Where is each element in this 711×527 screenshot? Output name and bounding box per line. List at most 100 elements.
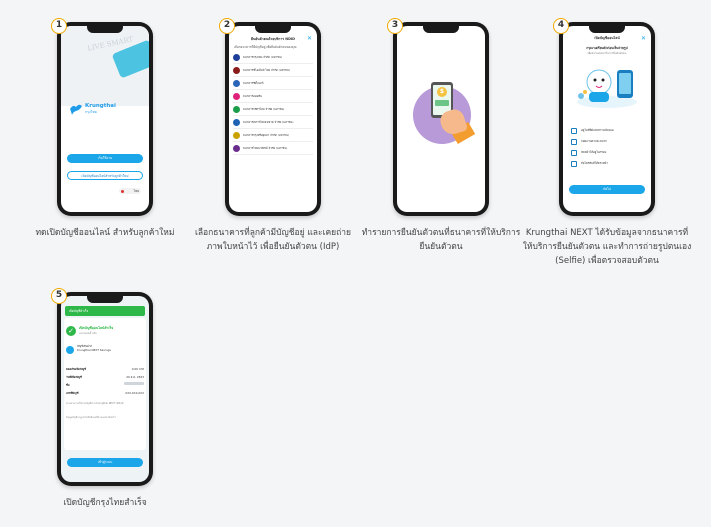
bank-item[interactable]: ธนาคารกรุงศรีอยุธยา จำกัด (มหาชน) [233, 130, 313, 142]
phone-frame: ยืนยันตัวตนด้วยบริการ NDID ✕ เลือกธนาคาร… [225, 22, 321, 216]
step-caption: เปิดบัญชีกรุงไทยสำเร็จ [63, 498, 147, 508]
bank-select-subtitle: เลือกธนาคารที่มีบัญชีอยู่ เพื่อยืนยันตัว… [234, 45, 297, 49]
phone-frame: เปิดบัญชีสำเร็จ ✓ เปิดบัญชีออนไลน์สำเร็จ… [57, 292, 153, 486]
step-4: 4 เปิดบัญชีออนไลน์ ✕ กรุณาเตรียมตัวก่อนเ… [522, 18, 692, 268]
ndid-header: ยืนยันตัวตนด้วยบริการ NDID [251, 37, 295, 41]
phone-notch [87, 26, 123, 33]
login-button[interactable]: เข้าสู่ระบบ [67, 458, 143, 467]
phone-screen: $ [397, 26, 485, 212]
success-banner: เปิดบัญชีสำเร็จ [65, 306, 145, 316]
info-note: ข้อมูลบัญชีจะถูกส่งไปยังอีเมลที่ท่านลงทะ… [66, 416, 116, 419]
account-type: Krungthai NEXT Savings [77, 347, 111, 352]
phone-frame: เปิดบัญชีออนไลน์ ✕ กรุณาเตรียมตัวก่อนเริ… [559, 22, 655, 216]
phone-screen: LIVE SMART Krungthai กรุงไทย เริ่มใช้งาน… [61, 26, 149, 212]
bank-name: ธนาคารซีไอเอ็มบี ไทย จำกัด (มหาชน) [243, 67, 290, 72]
detail-row: เลขที่บัญชี XXX-XXX-XXX [66, 390, 144, 397]
account-info: บัญชีเงินฝาก Krungthai NEXT Savings [77, 344, 111, 353]
detail-key: ยอดเงินเปิดบัญชี [66, 367, 86, 371]
checklist-text: ถอดแว่นตาและหมวก [581, 139, 607, 143]
step-caption: Krungthai NEXT ได้รับข้อมูลจากธนาคารที่ใ… [522, 228, 692, 266]
next-button[interactable]: ถัดไป [569, 185, 645, 194]
bank-logo-icon [233, 145, 240, 152]
bank-logo-icon [233, 132, 240, 139]
phone-mockup: 5 เปิดบัญชีสำเร็จ ✓ เปิดบัญชีออนไลน์สำเร… [51, 288, 153, 486]
close-icon[interactable]: ✕ [306, 35, 312, 42]
frame-icon [571, 149, 577, 156]
phone-notch [255, 26, 291, 33]
phone-screen: เปิดบัญชีออนไลน์ ✕ กรุณาเตรียมตัวก่อนเริ… [563, 26, 651, 212]
bank-name: ธนาคารทหารไทยธนชาต จำกัด (มหาชน) [243, 119, 294, 124]
phone-mockup: 3 $ [387, 18, 489, 216]
brand-name-en: Krungthai [85, 103, 116, 109]
bank-logo-icon [233, 93, 240, 100]
close-icon[interactable]: ✕ [640, 35, 646, 42]
bank-item[interactable]: ธนาคารไทยพาณิชย์ จำกัด (มหาชน) [233, 143, 313, 155]
open-account-button[interactable]: เปิดบัญชีออนไลน์สำหรับลูกค้าใหม่ [67, 171, 143, 180]
selfie-subtitle: เพื่อความสะดวกในการยืนยันตัวตน [587, 52, 627, 55]
krungthai-logo: Krungthai กรุงไทย [69, 102, 116, 116]
detail-key: วันที่เปิดบัญชี [66, 375, 82, 379]
bank-item[interactable]: ธนาคารกสิกรไทย จำกัด (มหาชน) [233, 104, 313, 116]
account-icon [66, 346, 74, 354]
step-caption: เลือกธนาคารที่ลูกค้ามีบัญชีอยู่ และเคยถ่… [194, 228, 352, 252]
redacted-value [124, 382, 144, 385]
detail-value: XXX-XXX-XXX [125, 391, 144, 395]
detail-value: 20 ธ.ค. 2563 [126, 375, 144, 379]
phone-icon [571, 160, 577, 167]
screen-header: เปิดบัญชีออนไลน์ [594, 36, 620, 40]
bank-logo-icon [233, 119, 240, 126]
brand-name-th: กรุงไทย [85, 110, 97, 114]
checklist-text: อยู่ในที่ที่มีแสงสว่างเพียงพอ [581, 128, 614, 132]
light-icon [571, 127, 577, 134]
detail-row: ยอดเงินเปิดบัญชี 0.00 บาท [66, 366, 144, 373]
phone-mockup: 2 ยืนยันตัวตนด้วยบริการ NDID ✕ เลือกธนาค… [219, 18, 321, 216]
phone-mockup: 4 เปิดบัญชีออนไลน์ ✕ กรุณาเตรียมตัวก่อนเ… [553, 18, 655, 216]
bank-item[interactable]: ธนาคารกรุงเทพ จำกัด (มหาชน) [233, 52, 313, 64]
bank-item[interactable]: ธนาคารซีไอเอ็มบี ไทย จำกัด (มหาชน) [233, 65, 313, 77]
mascot-selfie-icon [577, 69, 637, 108]
phone-notch [423, 26, 459, 33]
step-number-badge: 4 [553, 18, 569, 34]
checklist-item: ถอดแว่นตาและหมวก [571, 137, 645, 146]
bank-name: ธนาคารซิตี้แบงก์ [243, 80, 264, 85]
phone-notch [589, 26, 625, 33]
phone-mockup: 1 LIVE SMART Krungthai กรุงไทย เร [51, 18, 153, 216]
success-title: เปิดบัญชีออนไลน์สำเร็จ [79, 326, 114, 330]
bank-item[interactable]: ธนาคารออมสิน [233, 91, 313, 103]
detail-value: 0.00 บาท [131, 367, 144, 371]
bank-name: ธนาคารกรุงศรีอยุธยา จำกัด (มหาชน) [243, 132, 289, 137]
checklist-text: ถือโทรศัพท์ให้ตรงหน้า [581, 161, 608, 165]
detail-row: ชื่อ [66, 382, 144, 389]
info-note: ท่านสามารถใช้งานบัญชีผ่าน Krungthai NEXT… [66, 402, 124, 405]
phone-notch [87, 296, 123, 303]
step-caption: ทำรายการยืนยันตัวตนที่ธนาคารที่ให้บริการ… [361, 228, 521, 252]
bank-item[interactable]: ธนาคารซิตี้แบงก์ [233, 78, 313, 90]
start-button[interactable]: เริ่มใช้งาน [67, 154, 143, 163]
bank-name: ธนาคารกรุงเทพ จำกัด (มหาชน) [243, 54, 283, 59]
phone-screen: เปิดบัญชีสำเร็จ ✓ เปิดบัญชีออนไลน์สำเร็จ… [61, 296, 149, 482]
bank-name: ธนาคารออมสิน [243, 93, 262, 98]
detail-key: ชื่อ [66, 383, 70, 387]
checklist-item: อยู่ในที่ที่มีแสงสว่างเพียงพอ [571, 126, 645, 135]
hero-image: LIVE SMART [61, 26, 149, 106]
bank-logo-icon [233, 106, 240, 113]
bird-logo-icon [70, 104, 82, 115]
banknote-icon [435, 100, 449, 106]
step-number-badge: 3 [387, 18, 403, 34]
detail-row: วันที่เปิดบัญชี 20 ธ.ค. 2563 [66, 374, 144, 381]
bank-logo-icon [233, 54, 240, 61]
glasses-icon [571, 138, 577, 145]
bank-name: ธนาคารกสิกรไทย จำกัด (มหาชน) [243, 106, 285, 111]
step-2: 2 ยืนยันตัวตนด้วยบริการ NDID ✕ เลือกธนาค… [188, 18, 358, 254]
step-5: 5 เปิดบัญชีสำเร็จ ✓ เปิดบัญชีออนไลน์สำเร… [20, 288, 190, 510]
detail-key: เลขที่บัญชี [66, 391, 79, 395]
language-toggle[interactable]: ไทย [119, 188, 141, 194]
check-icon: ✓ [66, 326, 76, 336]
checklist-text: จัดหน้าให้อยู่ในกรอบ [581, 150, 607, 154]
step-number-badge: 1 [51, 18, 67, 34]
step-caption: ทดเปิดบัญชีออนไลน์ สำหรับลูกค้าใหม่ [35, 228, 175, 238]
checklist-item: จัดหน้าให้อยู่ในกรอบ [571, 148, 645, 157]
phone-frame: LIVE SMART Krungthai กรุงไทย เริ่มใช้งาน… [57, 22, 153, 216]
phone-screen: ยืนยันตัวตนด้วยบริการ NDID ✕ เลือกธนาคาร… [229, 26, 317, 212]
bank-item[interactable]: ธนาคารทหารไทยธนชาต จำกัด (มหาชน) [233, 117, 313, 129]
